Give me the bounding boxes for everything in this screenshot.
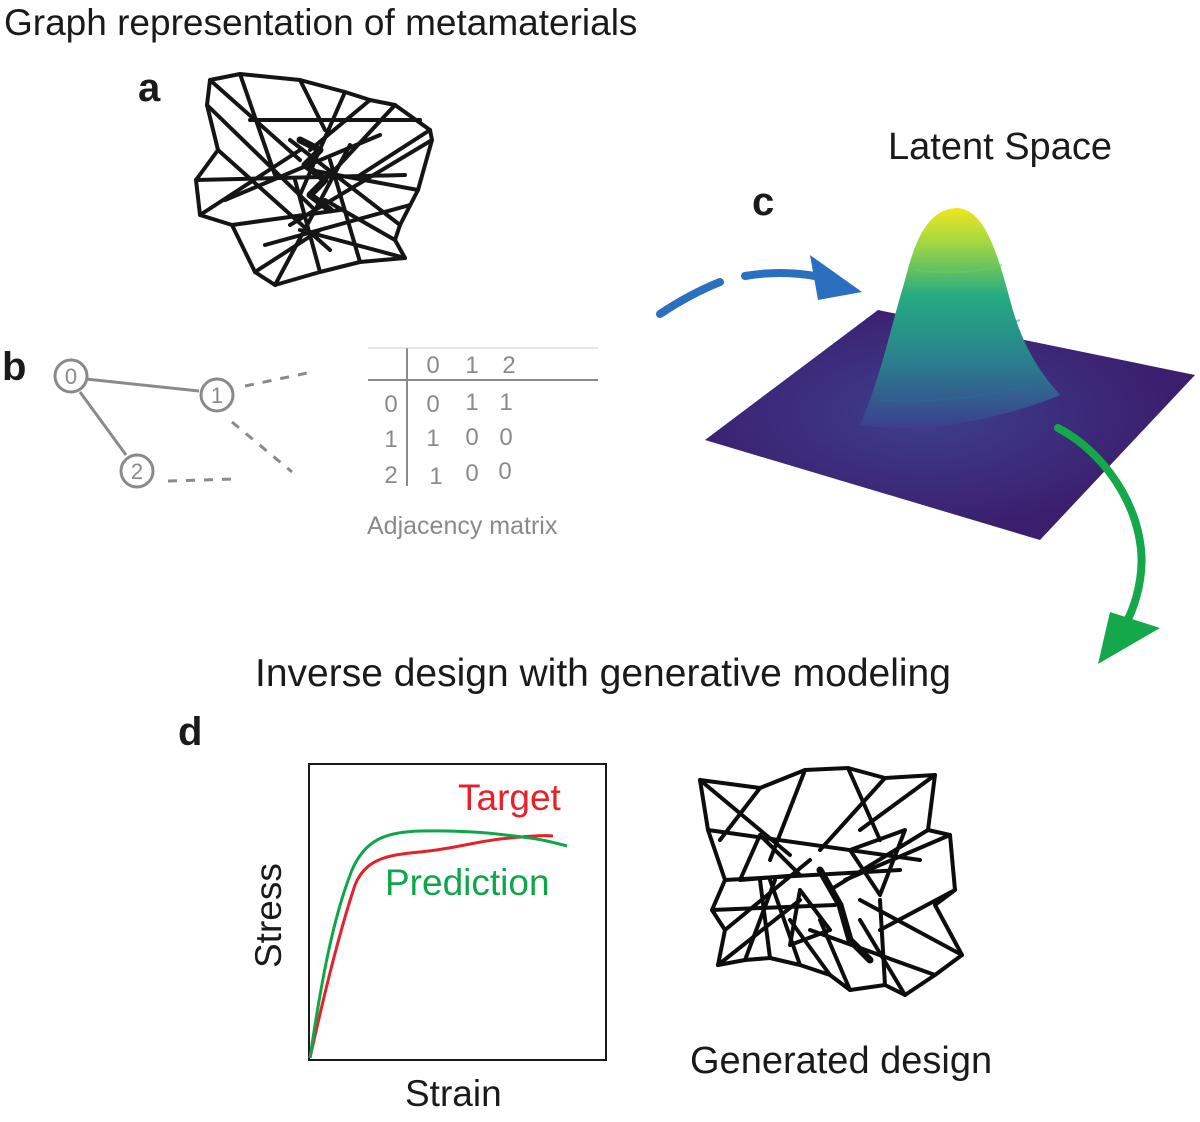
matrix-cell: 1 bbox=[465, 389, 478, 416]
panel-label-d: d bbox=[178, 710, 203, 754]
matrix-cell: 0 bbox=[465, 460, 478, 487]
graph-edge-0-2 bbox=[78, 391, 128, 456]
encode-arrowhead bbox=[810, 255, 862, 300]
prediction-legend-label: Prediction bbox=[385, 862, 550, 903]
graph-node-1 bbox=[199, 377, 235, 413]
surface-peak bbox=[860, 208, 1060, 429]
graph-node-2 bbox=[119, 453, 155, 489]
generated-design-lattice bbox=[698, 766, 964, 997]
matrix-cell: 1 bbox=[499, 389, 512, 416]
target-legend-label: Target bbox=[458, 777, 561, 818]
prediction-curve bbox=[308, 829, 568, 1059]
graph-node-2-label: 2 bbox=[131, 459, 143, 484]
matrix-row-header: 2 bbox=[384, 462, 397, 489]
graph-dashed-edge bbox=[231, 420, 293, 474]
graph-edge-0-1 bbox=[85, 377, 200, 393]
plot-frame bbox=[308, 763, 607, 1061]
matrix-cell: 0 bbox=[465, 424, 478, 451]
adjacency-matrix-caption: Adjacency matrix bbox=[367, 512, 558, 540]
panel-label-b: b bbox=[2, 345, 27, 389]
matrix-cell: 1 bbox=[426, 425, 439, 452]
graph-node-0-label: 0 bbox=[65, 364, 77, 389]
graph-dashed-edge bbox=[167, 477, 237, 483]
graph-node-0 bbox=[53, 358, 89, 394]
decode-arrow bbox=[1054, 424, 1160, 664]
panel-label-c: c bbox=[752, 180, 775, 224]
encode-arrow bbox=[656, 255, 862, 318]
strain-axis-label: Strain bbox=[405, 1073, 502, 1114]
example-graph-b bbox=[53, 358, 313, 489]
generated-design-caption: Generated design bbox=[690, 1040, 993, 1082]
matrix-cell: 0 bbox=[426, 391, 439, 418]
matrix-col-header: 2 bbox=[502, 352, 515, 379]
matrix-cell: 0 bbox=[498, 458, 511, 485]
matrix-row-header: 0 bbox=[384, 391, 397, 418]
panel-label-a: a bbox=[138, 66, 161, 110]
adjacency-matrix: 0 1 2 0 1 2 0 1 1 1 0 0 1 0 0 bbox=[368, 347, 598, 490]
matrix-col-header: 0 bbox=[426, 352, 439, 379]
matrix-cell: 1 bbox=[429, 463, 442, 490]
target-curve bbox=[308, 834, 554, 1059]
metamaterial-lattice-a bbox=[194, 72, 434, 287]
graph-node-1-label: 1 bbox=[211, 383, 223, 408]
matrix-col-header: 1 bbox=[465, 352, 478, 379]
stress-strain-plot bbox=[308, 763, 607, 1061]
inverse-design-title: Inverse design with generative modeling bbox=[255, 652, 951, 695]
graph-dashed-edge bbox=[244, 370, 313, 388]
graph-representation-title: Graph representation of metamaterials bbox=[4, 2, 638, 43]
matrix-cell: 0 bbox=[499, 424, 512, 451]
latent-space-surface bbox=[705, 208, 1195, 540]
surface-base bbox=[705, 310, 1195, 540]
latent-space-title: Latent Space bbox=[888, 126, 1112, 168]
decode-arrowhead bbox=[1098, 612, 1160, 664]
matrix-row-header: 1 bbox=[384, 426, 397, 453]
